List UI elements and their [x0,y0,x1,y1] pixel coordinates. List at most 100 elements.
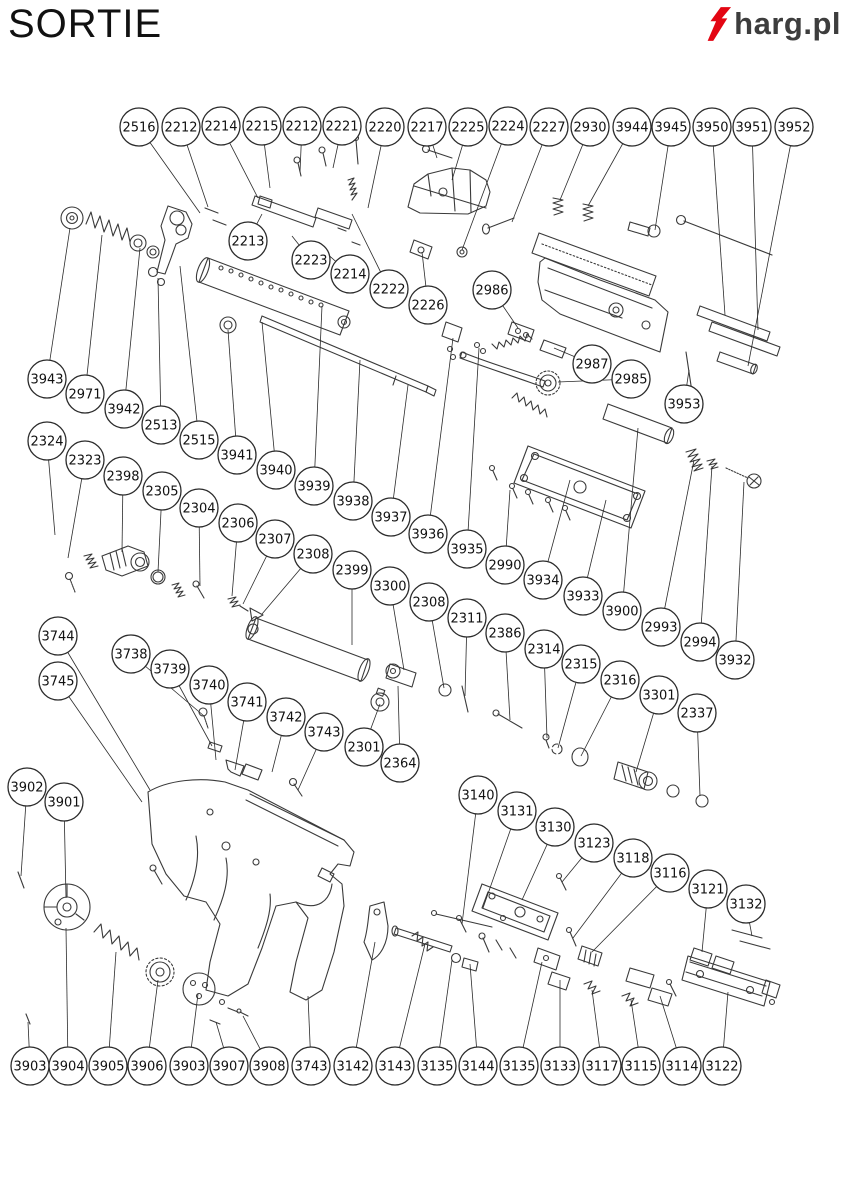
callout-2513: 2513 [141,405,181,445]
cocking-linkage-drawing [459,321,567,418]
svg-text:3742: 3742 [269,711,302,726]
svg-text:3905: 3905 [91,1060,124,1075]
svg-text:2515: 2515 [182,434,215,449]
callout-3944: 3944 [612,107,652,147]
leader-line-2513 [157,277,162,426]
svg-text:3300: 3300 [373,580,406,595]
leader-line-3745 [57,680,143,803]
svg-text:2986: 2986 [475,284,508,299]
callout-2324: 2324 [27,421,67,461]
callout-3131: 3131 [497,791,537,831]
callout-2217: 2217 [407,107,447,147]
leader-line-2994 [699,465,713,643]
callout-3144: 3144 [458,1046,498,1086]
leader-line-3950 [711,126,726,316]
svg-text:3951: 3951 [735,121,768,136]
svg-text:3944: 3944 [615,121,648,136]
callout-3142: 3142 [333,1046,373,1086]
leader-line-layer [20,125,795,1067]
callout-3907: 3907 [209,1046,249,1086]
callout-2306: 2306 [218,503,258,543]
svg-text:2213: 2213 [231,235,264,250]
leader-line-3940 [261,321,277,471]
svg-text:2224: 2224 [491,120,524,135]
grip-frame-drawing [147,779,355,1001]
leader-line-3904 [65,927,69,1067]
callout-2399: 2399 [332,550,372,590]
callout-3903: 3903 [169,1046,209,1086]
callout-3905: 3905 [88,1046,128,1086]
svg-text:2306: 2306 [221,517,254,532]
svg-text:2225: 2225 [451,121,484,136]
callout-3932: 3932 [715,640,755,680]
barrel-shroud-drawing [195,257,351,336]
callout-3951: 3951 [732,107,772,147]
trigger-group-plate-drawing [455,872,567,959]
callout-3300: 3300 [370,566,410,606]
front-sight-parts-drawing [441,321,487,361]
callout-3906: 3906 [127,1046,167,1086]
leader-line-3142 [352,941,376,1067]
valve-parts-drawing [64,545,264,622]
svg-text:3902: 3902 [10,781,43,796]
svg-text:3744: 3744 [41,630,74,645]
callout-2364: 2364 [380,743,420,783]
leader-line-3935 [466,347,480,550]
callout-3945: 3945 [651,107,691,147]
svg-text:2386: 2386 [488,627,521,642]
svg-text:3142: 3142 [336,1060,369,1075]
svg-text:2220: 2220 [368,121,401,136]
callout-2986: 2986 [472,270,512,310]
svg-text:2987: 2987 [575,358,608,373]
leader-line-3951 [751,126,759,331]
svg-text:3933: 3933 [566,590,599,605]
svg-text:2212: 2212 [164,121,197,136]
callout-3741: 3741 [227,682,267,722]
trigger-frame-drawing [665,929,781,1007]
callout-2314: 2314 [524,629,564,669]
callout-3938: 3938 [333,481,373,521]
callout-2212: 2212 [282,106,322,146]
callout-2227: 2227 [529,107,569,147]
callout-3902: 3902 [7,767,47,807]
svg-text:2513: 2513 [144,419,177,434]
svg-text:3945: 3945 [654,121,687,136]
callout-3740: 3740 [189,665,229,705]
svg-text:2221: 2221 [325,120,358,135]
callout-3900: 3900 [602,591,642,631]
callout-3133: 3133 [540,1046,580,1086]
callout-2305: 2305 [142,471,182,511]
callout-2993: 2993 [641,607,681,647]
callout-2337: 2337 [677,693,717,733]
callout-2515: 2515 [179,420,219,460]
callout-3950: 3950 [692,107,732,147]
callout-2386: 2386 [485,613,525,653]
svg-text:2214: 2214 [333,268,366,283]
svg-text:3952: 3952 [777,121,810,136]
svg-text:2305: 2305 [145,485,178,500]
svg-text:2516: 2516 [122,121,155,136]
air-cylinder-drawing [602,403,675,445]
leader-line-3943 [46,227,71,380]
upper-left-parts-drawing [60,205,227,287]
sharg-logo[interactable]: harg.pl [702,4,841,44]
callout-3140: 3140 [458,775,498,815]
svg-text:3115: 3115 [624,1060,657,1075]
callout-2213: 2213 [228,221,268,261]
callout-2308: 2308 [409,582,449,622]
sharg-flame-icon [707,7,732,41]
callout-3301: 3301 [639,675,679,715]
svg-text:2316: 2316 [603,674,636,689]
svg-text:3937: 3937 [374,511,407,526]
svg-text:3936: 3936 [411,528,444,543]
callout-2214: 2214 [201,106,241,146]
svg-text:2307: 2307 [258,533,291,548]
svg-text:2308: 2308 [296,548,329,563]
callout-3937: 3937 [371,497,411,537]
leader-line-2993 [660,459,695,628]
callout-3941: 3941 [217,435,257,475]
callout-3117: 3117 [582,1046,622,1086]
svg-text:2990: 2990 [488,559,521,574]
callout-3743: 3743 [304,712,344,752]
svg-text:2971: 2971 [68,388,101,403]
